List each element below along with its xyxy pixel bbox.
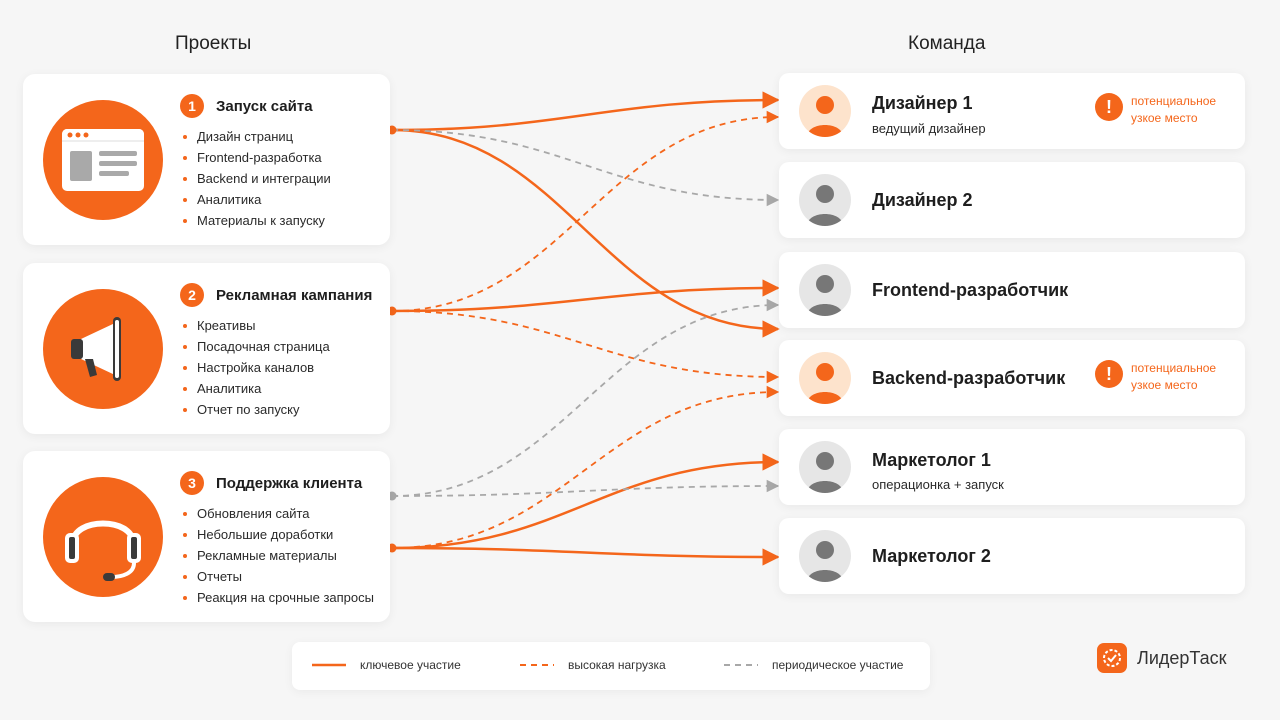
member-name: Frontend-разработчик bbox=[872, 280, 1069, 300]
member-name: Маркетолог 2 bbox=[872, 546, 991, 566]
bottleneck-warning: ! потенциальное узкое место bbox=[1095, 360, 1241, 394]
project-card-1[interactable]: 1 Запуск сайта Дизайн страниц Frontend-р… bbox=[23, 74, 390, 245]
brand-name: ЛидерТаск bbox=[1137, 647, 1227, 668]
task-item: Frontend-разработка bbox=[183, 147, 331, 168]
task-item: Креативы bbox=[183, 315, 330, 336]
connector-key bbox=[391, 128, 780, 338]
exclamation-icon: ! bbox=[1095, 360, 1123, 388]
connector-periodic bbox=[391, 479, 780, 497]
connector-periodic bbox=[391, 129, 780, 207]
user-avatar-icon bbox=[799, 441, 851, 493]
task-list: Креативы Посадочная страница Настройка к… bbox=[183, 315, 330, 420]
user-avatar-icon bbox=[799, 85, 851, 137]
connector-high bbox=[391, 385, 780, 549]
member-role: операционка + запуск bbox=[872, 477, 1004, 492]
legend-item-high: высокая нагрузка bbox=[520, 658, 666, 672]
task-item: Backend и интеграции bbox=[183, 168, 331, 189]
connector-key bbox=[391, 91, 780, 132]
task-item: Отчеты bbox=[183, 566, 374, 587]
task-list: Дизайн страниц Frontend-разработка Backe… bbox=[183, 126, 331, 231]
member-role: ведущий дизайнер bbox=[872, 121, 986, 136]
projects-heading: Проекты bbox=[175, 33, 252, 54]
project-number-badge: 1 bbox=[180, 94, 204, 118]
headset-icon bbox=[43, 476, 163, 597]
connector-high bbox=[391, 110, 780, 312]
member-name: Дизайнер 1 bbox=[872, 93, 973, 113]
task-item: Реакция на срочные запросы bbox=[183, 587, 374, 608]
connector-key bbox=[391, 453, 780, 550]
exclamation-icon: ! bbox=[1095, 93, 1123, 121]
legend-item-key: ключевое участие bbox=[312, 658, 461, 672]
user-avatar-icon bbox=[799, 352, 851, 404]
project-title: Рекламная кампания bbox=[216, 286, 373, 304]
member-name: Backend-разработчик bbox=[872, 368, 1066, 388]
team-member-frontend[interactable]: Frontend-разработчик bbox=[779, 252, 1245, 328]
user-avatar-icon bbox=[799, 174, 851, 226]
task-item: Посадочная страница bbox=[183, 336, 330, 357]
project-card-3[interactable]: 3 Поддержка клиента Обновления сайта Неб… bbox=[23, 451, 390, 622]
user-avatar-icon bbox=[799, 530, 851, 582]
task-list: Обновления сайта Небольшие доработки Рек… bbox=[183, 503, 374, 608]
connector-periodic bbox=[391, 298, 780, 497]
team-member-designer-1[interactable]: Дизайнер 1 ведущий дизайнер ! потенциаль… bbox=[779, 73, 1245, 149]
team-member-backend[interactable]: Backend-разработчик ! потенциальное узко… bbox=[779, 340, 1245, 416]
connector-key bbox=[391, 546, 780, 566]
team-heading: Команда bbox=[908, 33, 986, 54]
legend: ключевое участие высокая нагрузка период… bbox=[292, 642, 930, 690]
brand: ЛидерТаск bbox=[1097, 643, 1226, 673]
project-title: Запуск сайта bbox=[216, 97, 313, 115]
task-item: Обновления сайта bbox=[183, 503, 374, 524]
legend-item-periodic: периодическое участие bbox=[724, 658, 904, 672]
project-card-2[interactable]: 2 Рекламная кампания Креативы Посадочная… bbox=[23, 263, 390, 434]
bottleneck-warning: ! потенциальное узкое место bbox=[1095, 93, 1241, 127]
task-item: Аналитика bbox=[183, 378, 330, 399]
project-number-badge: 2 bbox=[180, 283, 204, 307]
project-number-badge: 3 bbox=[180, 471, 204, 495]
clock-check-icon bbox=[1097, 643, 1127, 673]
user-avatar-icon bbox=[799, 264, 851, 316]
browser-icon bbox=[43, 99, 163, 220]
task-item: Материалы к запуску bbox=[183, 210, 331, 231]
task-item: Рекламные материалы bbox=[183, 545, 374, 566]
task-item: Отчет по запуску bbox=[183, 399, 330, 420]
task-item: Настройка каналов bbox=[183, 357, 330, 378]
member-name: Дизайнер 2 bbox=[872, 190, 973, 210]
team-member-marketer-2[interactable]: Маркетолог 2 bbox=[779, 518, 1245, 594]
task-item: Аналитика bbox=[183, 189, 331, 210]
connector-key bbox=[391, 279, 780, 313]
project-title: Поддержка клиента bbox=[216, 474, 363, 492]
team-member-designer-2[interactable]: Дизайнер 2 bbox=[779, 162, 1245, 238]
task-item: Небольшие доработки bbox=[183, 524, 374, 545]
megaphone-icon bbox=[43, 288, 163, 409]
member-name: Маркетолог 1 bbox=[872, 450, 991, 470]
team-member-marketer-1[interactable]: Маркетолог 1 операционка + запуск bbox=[779, 429, 1245, 505]
task-item: Дизайн страниц bbox=[183, 126, 331, 147]
